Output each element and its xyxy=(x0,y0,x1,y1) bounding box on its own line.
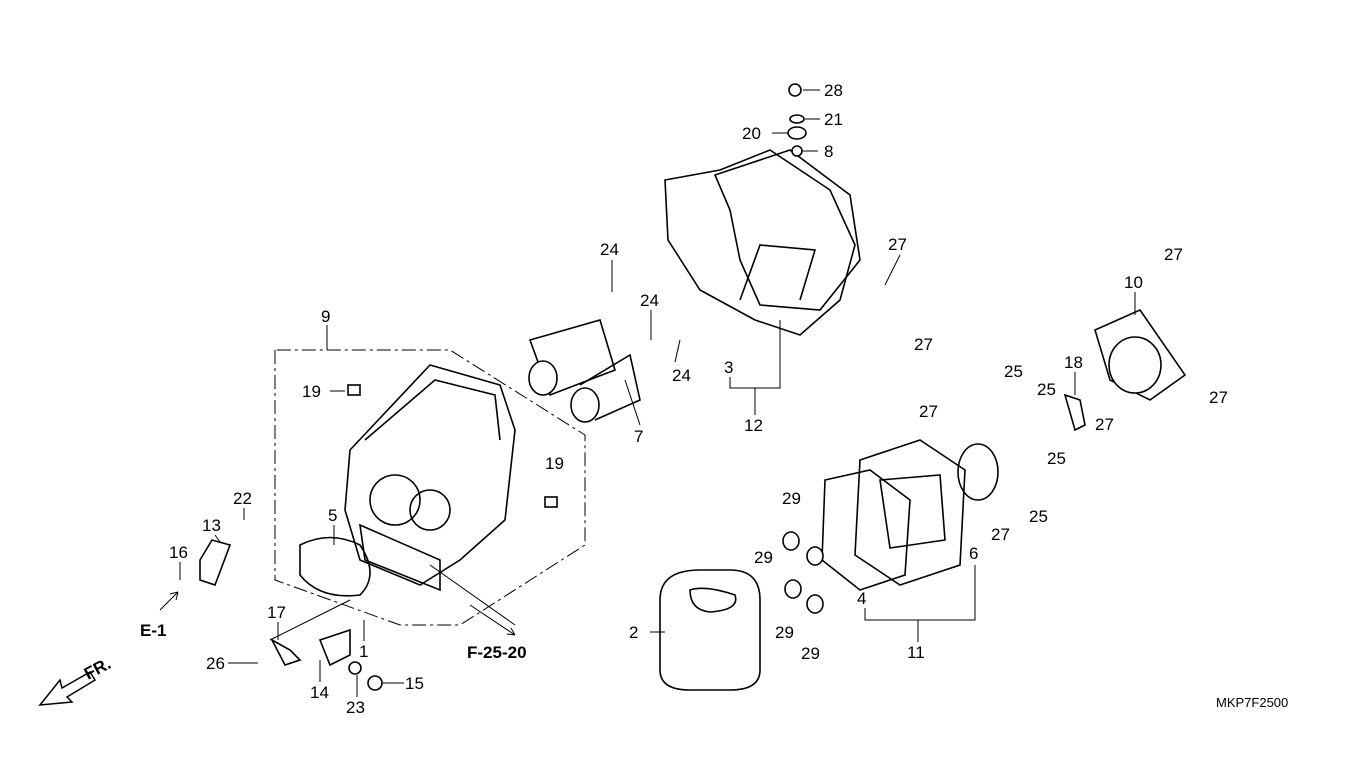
callout-label: 5 xyxy=(328,506,337,525)
part-10 xyxy=(1094,308,1187,401)
callout-label: 24 xyxy=(600,240,619,259)
callout-label: 27 xyxy=(1095,415,1114,434)
diagram-code: MKP7F2500 xyxy=(1216,695,1288,710)
callouts: 28 21 20 8 27 24 24 24 9 3 12 7 19 19 22… xyxy=(169,81,1228,717)
assembly-bracket-9 xyxy=(274,349,586,626)
callout-label: 3 xyxy=(724,358,733,377)
callout-label: 17 xyxy=(267,603,286,622)
callout-label: 29 xyxy=(754,548,773,567)
reference-e1: E-1 xyxy=(140,621,166,640)
small-parts xyxy=(199,83,1086,691)
callout-label: 14 xyxy=(310,683,329,702)
gasket-5 xyxy=(299,536,371,597)
callout-label: 24 xyxy=(672,366,691,385)
callout-label: 16 xyxy=(169,543,188,562)
callout-label: 19 xyxy=(545,454,564,473)
cover-11 xyxy=(821,439,999,591)
callout-label: 27 xyxy=(888,235,907,254)
callout-label: 1 xyxy=(359,642,368,661)
callout-label: 15 xyxy=(405,674,424,693)
callout-label: 25 xyxy=(1004,362,1023,381)
leader-lines xyxy=(179,89,1136,697)
callout-label: 29 xyxy=(782,489,801,508)
callout-label: 11 xyxy=(907,643,925,662)
front-arrow-icon: FR. xyxy=(38,654,114,706)
callout-label: 18 xyxy=(1064,353,1083,372)
callout-label: 6 xyxy=(969,544,978,563)
element-2 xyxy=(659,569,761,691)
callout-label: 21 xyxy=(824,110,843,129)
callout-label: 8 xyxy=(824,142,833,161)
reference-f-25-20: F-25-20 xyxy=(467,643,527,662)
air-cleaner-housing xyxy=(344,364,516,592)
callout-label: 2 xyxy=(629,623,638,642)
callout-label: 27 xyxy=(914,335,933,354)
callout-label: 12 xyxy=(744,416,763,435)
callout-label: 26 xyxy=(206,654,225,673)
callout-label: 22 xyxy=(233,489,252,508)
callout-label: 9 xyxy=(321,307,330,326)
callout-label: 29 xyxy=(775,623,794,642)
callout-label: 25 xyxy=(1037,380,1056,399)
callout-label: 27 xyxy=(919,402,938,421)
reference-arrow xyxy=(469,604,516,636)
callout-label: 10 xyxy=(1124,273,1143,292)
callout-label: 27 xyxy=(991,525,1010,544)
callout-label: 7 xyxy=(634,427,643,446)
reference-arrow xyxy=(159,591,179,611)
callout-label: 4 xyxy=(857,589,866,608)
callout-label: 29 xyxy=(801,644,820,663)
duct-7 xyxy=(528,319,641,423)
cover-3 xyxy=(664,149,861,336)
callout-label: 25 xyxy=(1047,449,1066,468)
callout-label: 24 xyxy=(640,291,659,310)
callout-label: 25 xyxy=(1029,507,1048,526)
callout-label: 28 xyxy=(824,81,843,100)
callout-label: 27 xyxy=(1164,245,1183,264)
callout-label: 19 xyxy=(302,382,321,401)
callout-label: 13 xyxy=(202,516,221,535)
callout-label: 27 xyxy=(1209,388,1228,407)
callout-label: 20 xyxy=(742,124,761,143)
callout-label: 23 xyxy=(346,698,365,717)
